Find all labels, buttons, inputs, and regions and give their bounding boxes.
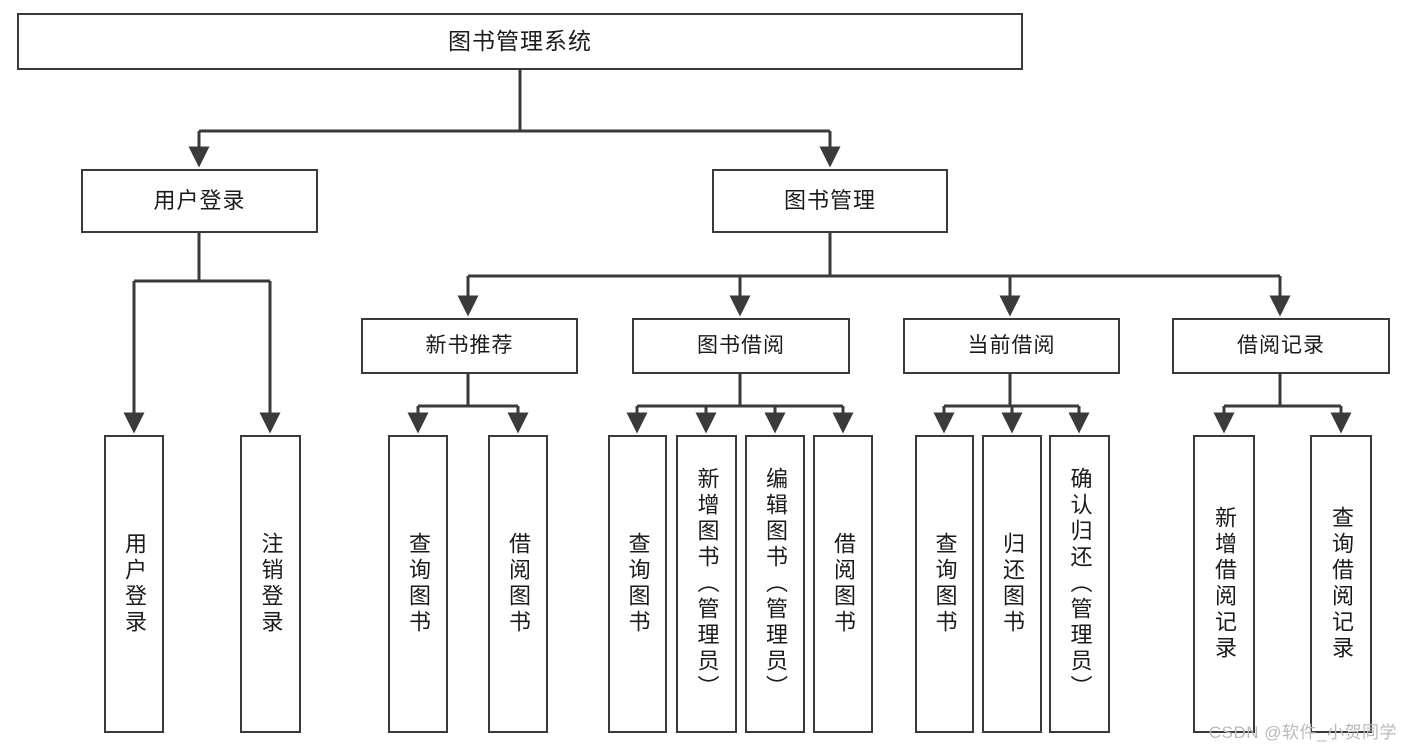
node-leaf-add-borrow-record-label: 新增借阅记录 bbox=[1211, 506, 1237, 662]
node-leaf-add-book-admin-label: 新增图书（管理员） bbox=[694, 467, 720, 701]
node-new-book-recommend-label: 新书推荐 bbox=[425, 333, 514, 357]
node-borrow-record[interactable]: 借阅记录 bbox=[1172, 318, 1390, 374]
node-root-book-management-system[interactable]: 图书管理系统 bbox=[17, 13, 1023, 70]
node-book-borrow[interactable]: 图书借阅 bbox=[632, 318, 850, 374]
node-leaf-edit-book-admin[interactable]: 编辑图书（管理员） bbox=[745, 435, 805, 733]
node-user-login-label: 用户登录 bbox=[153, 188, 246, 214]
node-book-borrow-label: 图书借阅 bbox=[697, 333, 785, 357]
node-leaf-query-book-recommend[interactable]: 查询图书 bbox=[388, 435, 448, 733]
node-leaf-add-borrow-record[interactable]: 新增借阅记录 bbox=[1193, 435, 1255, 733]
node-leaf-user-login[interactable]: 用户登录 bbox=[104, 435, 164, 733]
node-leaf-add-book-admin[interactable]: 新增图书（管理员） bbox=[676, 435, 737, 733]
node-leaf-query-book-current-label: 查询图书 bbox=[932, 532, 958, 636]
node-leaf-borrow-book-borrow-label: 借阅图书 bbox=[830, 532, 856, 636]
node-leaf-confirm-return-admin-label: 确认归还（管理员） bbox=[1067, 467, 1093, 701]
node-book-management[interactable]: 图书管理 bbox=[712, 169, 948, 233]
node-leaf-borrow-book-recommend[interactable]: 借阅图书 bbox=[488, 435, 548, 733]
node-leaf-query-book-current[interactable]: 查询图书 bbox=[915, 435, 974, 733]
node-leaf-borrow-book-recommend-label: 借阅图书 bbox=[505, 532, 531, 636]
node-book-management-label: 图书管理 bbox=[783, 188, 876, 214]
node-leaf-return-book-label: 归还图书 bbox=[999, 532, 1025, 636]
node-leaf-confirm-return-admin[interactable]: 确认归还（管理员） bbox=[1049, 435, 1110, 733]
node-leaf-query-borrow-record[interactable]: 查询借阅记录 bbox=[1310, 435, 1372, 733]
csdn-watermark: CSDN @软件_小贺同学 bbox=[1208, 723, 1397, 742]
node-leaf-logout-login-label: 注销登录 bbox=[258, 532, 284, 636]
node-leaf-return-book[interactable]: 归还图书 bbox=[982, 435, 1042, 733]
node-leaf-logout-login[interactable]: 注销登录 bbox=[240, 435, 301, 733]
node-leaf-edit-book-admin-label: 编辑图书（管理员） bbox=[762, 467, 788, 701]
node-current-borrow-label: 当前借阅 bbox=[967, 333, 1056, 357]
node-new-book-recommend[interactable]: 新书推荐 bbox=[361, 318, 578, 374]
node-user-login[interactable]: 用户登录 bbox=[81, 169, 318, 233]
node-borrow-record-label: 借阅记录 bbox=[1237, 333, 1325, 357]
node-root-label: 图书管理系统 bbox=[448, 27, 592, 54]
node-leaf-borrow-book-borrow[interactable]: 借阅图书 bbox=[813, 435, 873, 733]
node-current-borrow[interactable]: 当前借阅 bbox=[903, 318, 1120, 374]
node-leaf-query-book-recommend-label: 查询图书 bbox=[405, 532, 431, 636]
node-leaf-user-login-label: 用户登录 bbox=[121, 532, 147, 636]
node-leaf-query-borrow-record-label: 查询借阅记录 bbox=[1328, 506, 1354, 662]
node-leaf-query-book-borrow[interactable]: 查询图书 bbox=[608, 435, 667, 733]
node-leaf-query-book-borrow-label: 查询图书 bbox=[625, 532, 651, 636]
